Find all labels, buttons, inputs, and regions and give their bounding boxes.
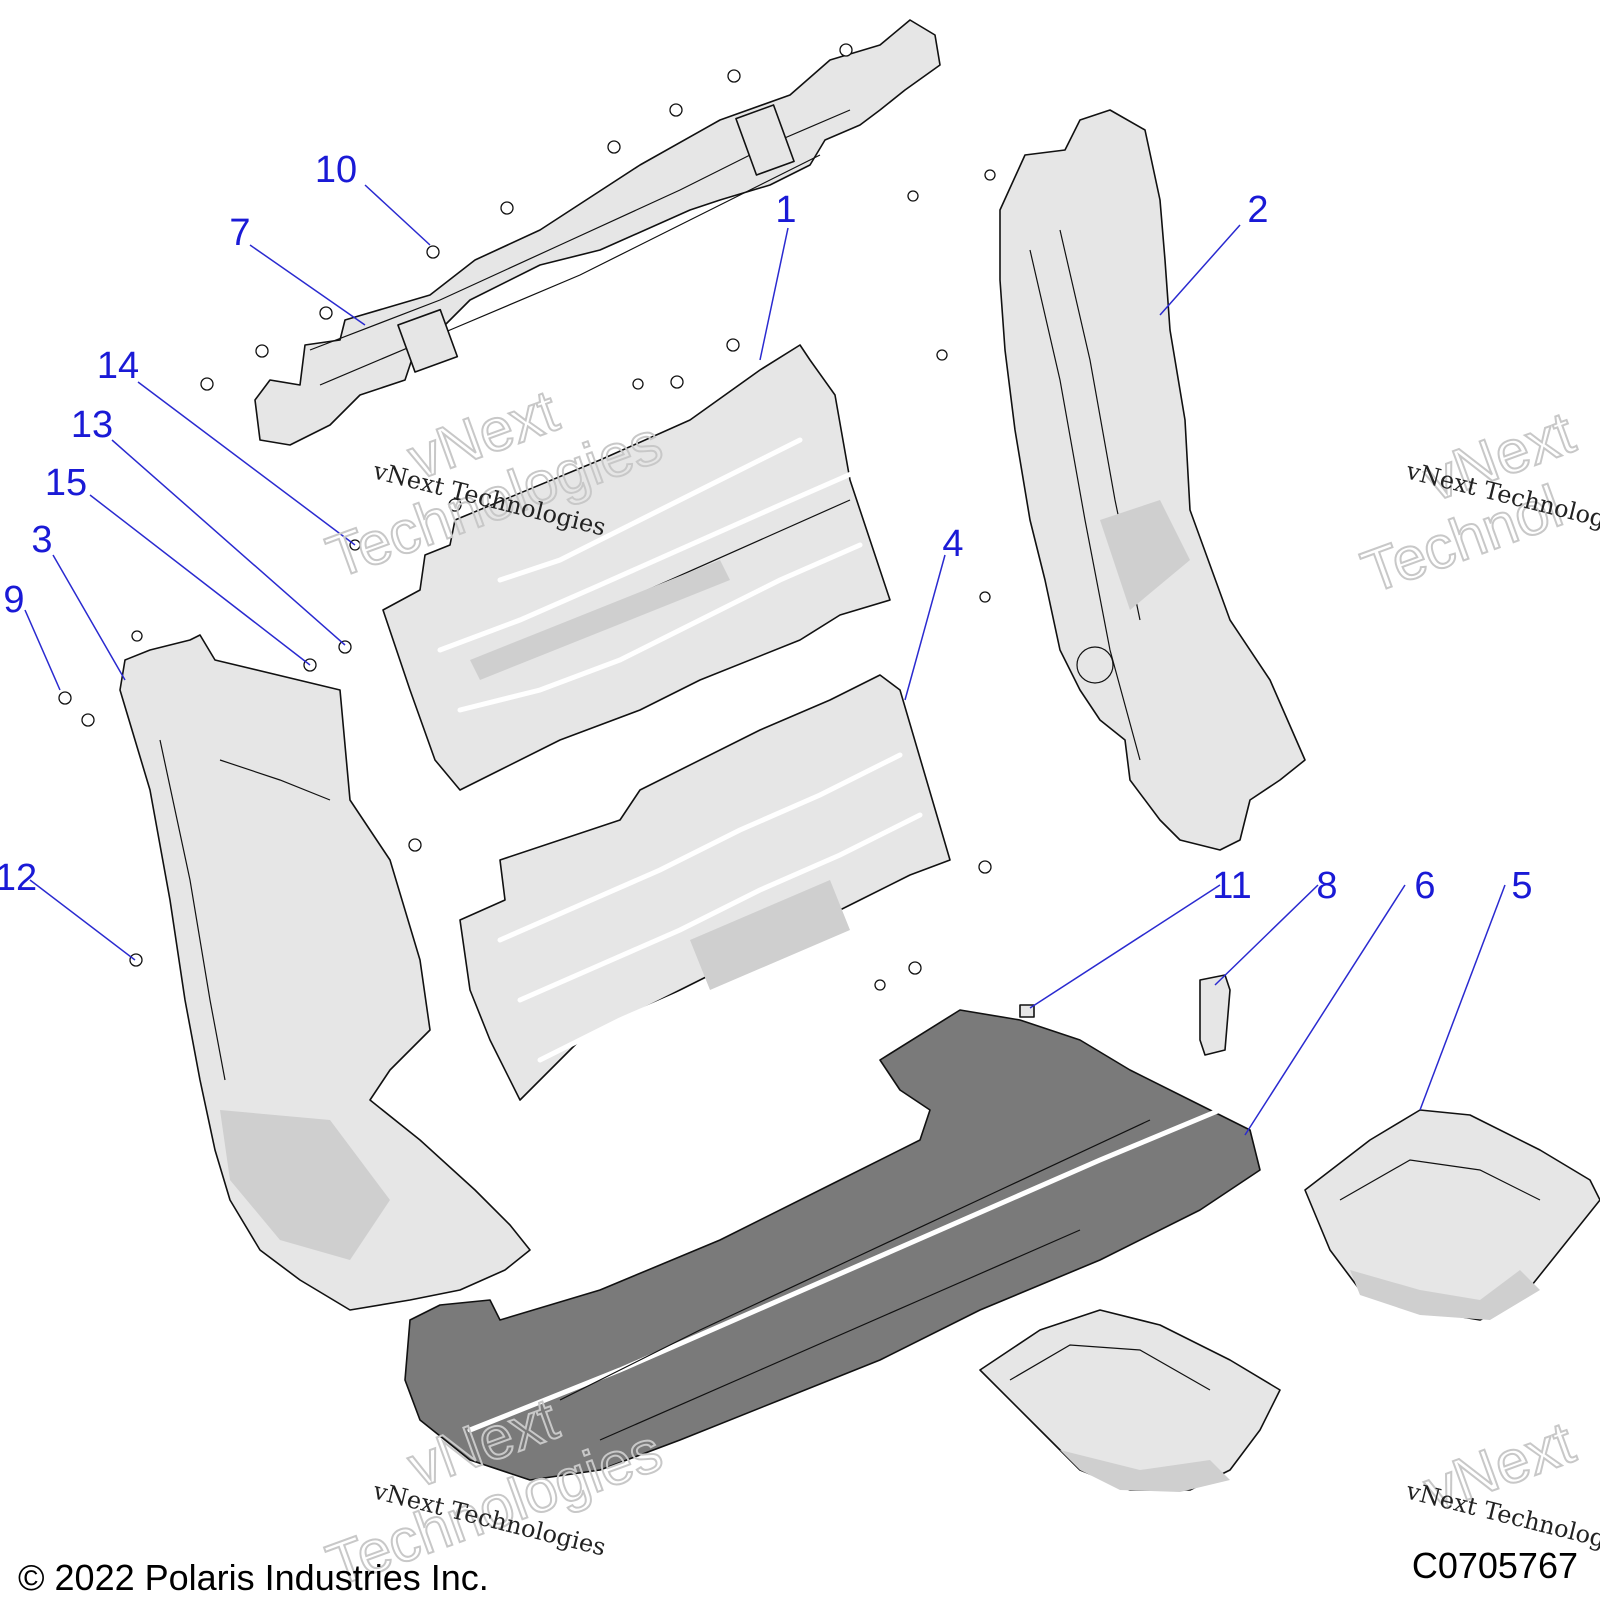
leader-10 bbox=[364, 184, 431, 246]
leader-lines bbox=[24, 184, 1506, 1136]
leader-6 bbox=[1244, 884, 1406, 1136]
leader-12 bbox=[29, 879, 136, 961]
part-8-bracket bbox=[1199, 974, 1231, 1056]
leader-11 bbox=[1029, 884, 1221, 1009]
leader-4 bbox=[904, 554, 946, 701]
leader-8 bbox=[1214, 884, 1319, 986]
callout-14: 14 bbox=[97, 345, 139, 387]
part-4-rear-panel-lower bbox=[459, 674, 951, 1101]
part-1-rear-panel bbox=[382, 344, 891, 791]
leader-2 bbox=[1159, 224, 1241, 316]
leader-9 bbox=[24, 609, 61, 691]
leader-7 bbox=[249, 244, 366, 326]
fasteners-top bbox=[200, 43, 996, 603]
callout-13: 13 bbox=[71, 404, 113, 446]
part-3-left-side-panel bbox=[119, 634, 531, 1311]
fasteners-misc bbox=[58, 338, 992, 991]
callout-2: 2 bbox=[1247, 189, 1268, 231]
callout-labels: 1 2 3 4 5 6 7 8 9 10 11 12 13 14 15 bbox=[0, 149, 1533, 907]
part-5-storage-bin bbox=[1304, 1109, 1600, 1321]
callout-9: 9 bbox=[3, 579, 24, 621]
leader-15 bbox=[89, 494, 311, 666]
callout-5: 5 bbox=[1511, 865, 1532, 907]
callout-4: 4 bbox=[942, 523, 963, 565]
callout-10: 10 bbox=[315, 149, 357, 191]
part-2-right-side-panel bbox=[999, 109, 1306, 851]
leader-5 bbox=[1419, 884, 1506, 1111]
leader-14 bbox=[137, 381, 356, 546]
callout-3: 3 bbox=[31, 519, 52, 561]
callout-6: 6 bbox=[1414, 865, 1435, 907]
copyright-text: © 2022 Polaris Industries Inc. bbox=[18, 1557, 489, 1598]
drawing-number: C0705767 bbox=[1412, 1545, 1578, 1586]
storage-bin-center bbox=[979, 1309, 1281, 1492]
part-7-cross-bar bbox=[254, 19, 941, 446]
callout-8: 8 bbox=[1316, 865, 1337, 907]
callout-12: 12 bbox=[0, 857, 37, 899]
leader-13 bbox=[111, 439, 346, 646]
leader-1 bbox=[759, 227, 789, 361]
callout-15: 15 bbox=[45, 462, 87, 504]
part-6-floor-pan bbox=[404, 1009, 1261, 1481]
callout-1: 1 bbox=[775, 189, 796, 231]
callout-11: 11 bbox=[1212, 865, 1251, 907]
leader-3 bbox=[52, 554, 126, 681]
callout-7: 7 bbox=[229, 212, 250, 254]
